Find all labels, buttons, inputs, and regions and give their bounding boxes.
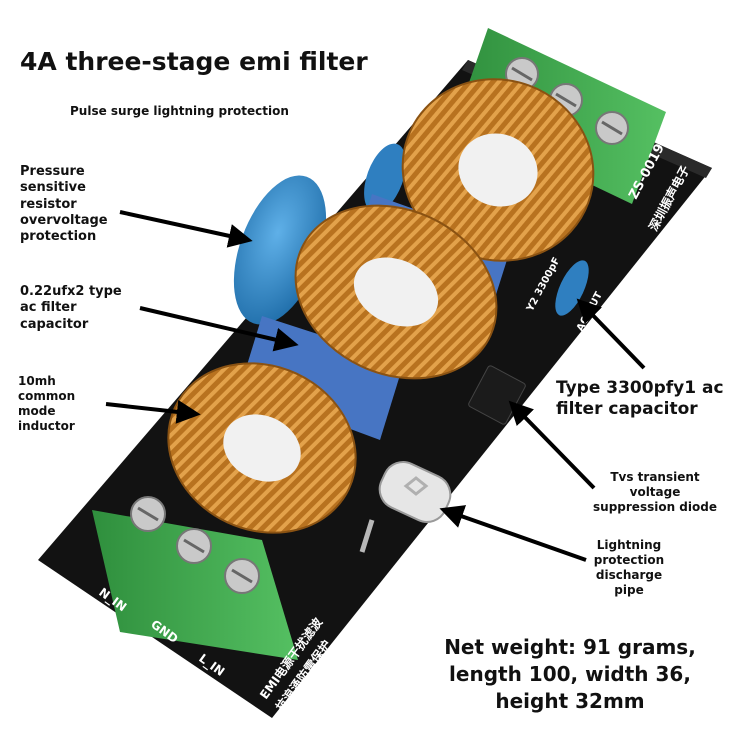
page-title: 4A three-stage emi filter — [20, 47, 368, 76]
inductor-2 — [294, 204, 498, 380]
subtitle: Pulse surge lightning protection — [70, 104, 289, 118]
arrow-discharge-tube — [439, 505, 587, 562]
arrow-tvs — [508, 400, 596, 490]
inductor-1 — [401, 78, 595, 262]
inductor-3 — [167, 362, 357, 534]
y-capacitor-label: Type 3300pfy1 ac filter capacitor — [556, 378, 724, 420]
arrow-varistor — [119, 210, 253, 248]
x-capacitor-label: 0.22ufx2 type ac filter capacitor — [20, 284, 122, 332]
specs-text: Net weight: 91 grams, length 100, width … — [444, 635, 696, 713]
inductor-label: 10mh common mode inductor — [18, 374, 76, 433]
varistor-label: Pressure sensitive resistor overvoltage … — [20, 164, 108, 244]
tvs-label: Tvs transient voltage suppression diode — [593, 470, 717, 514]
arrow-inductor — [105, 399, 201, 424]
discharge-tube-label: Lightning protection discharge pipe — [593, 538, 665, 597]
annotation-arrows — [105, 210, 646, 562]
arrow-y-capacitor — [576, 298, 646, 370]
discharge-tube — [359, 461, 452, 553]
arrow-x-capacitor — [139, 306, 299, 352]
input-terminal-block — [92, 496, 298, 660]
y-capacitor — [555, 260, 589, 316]
